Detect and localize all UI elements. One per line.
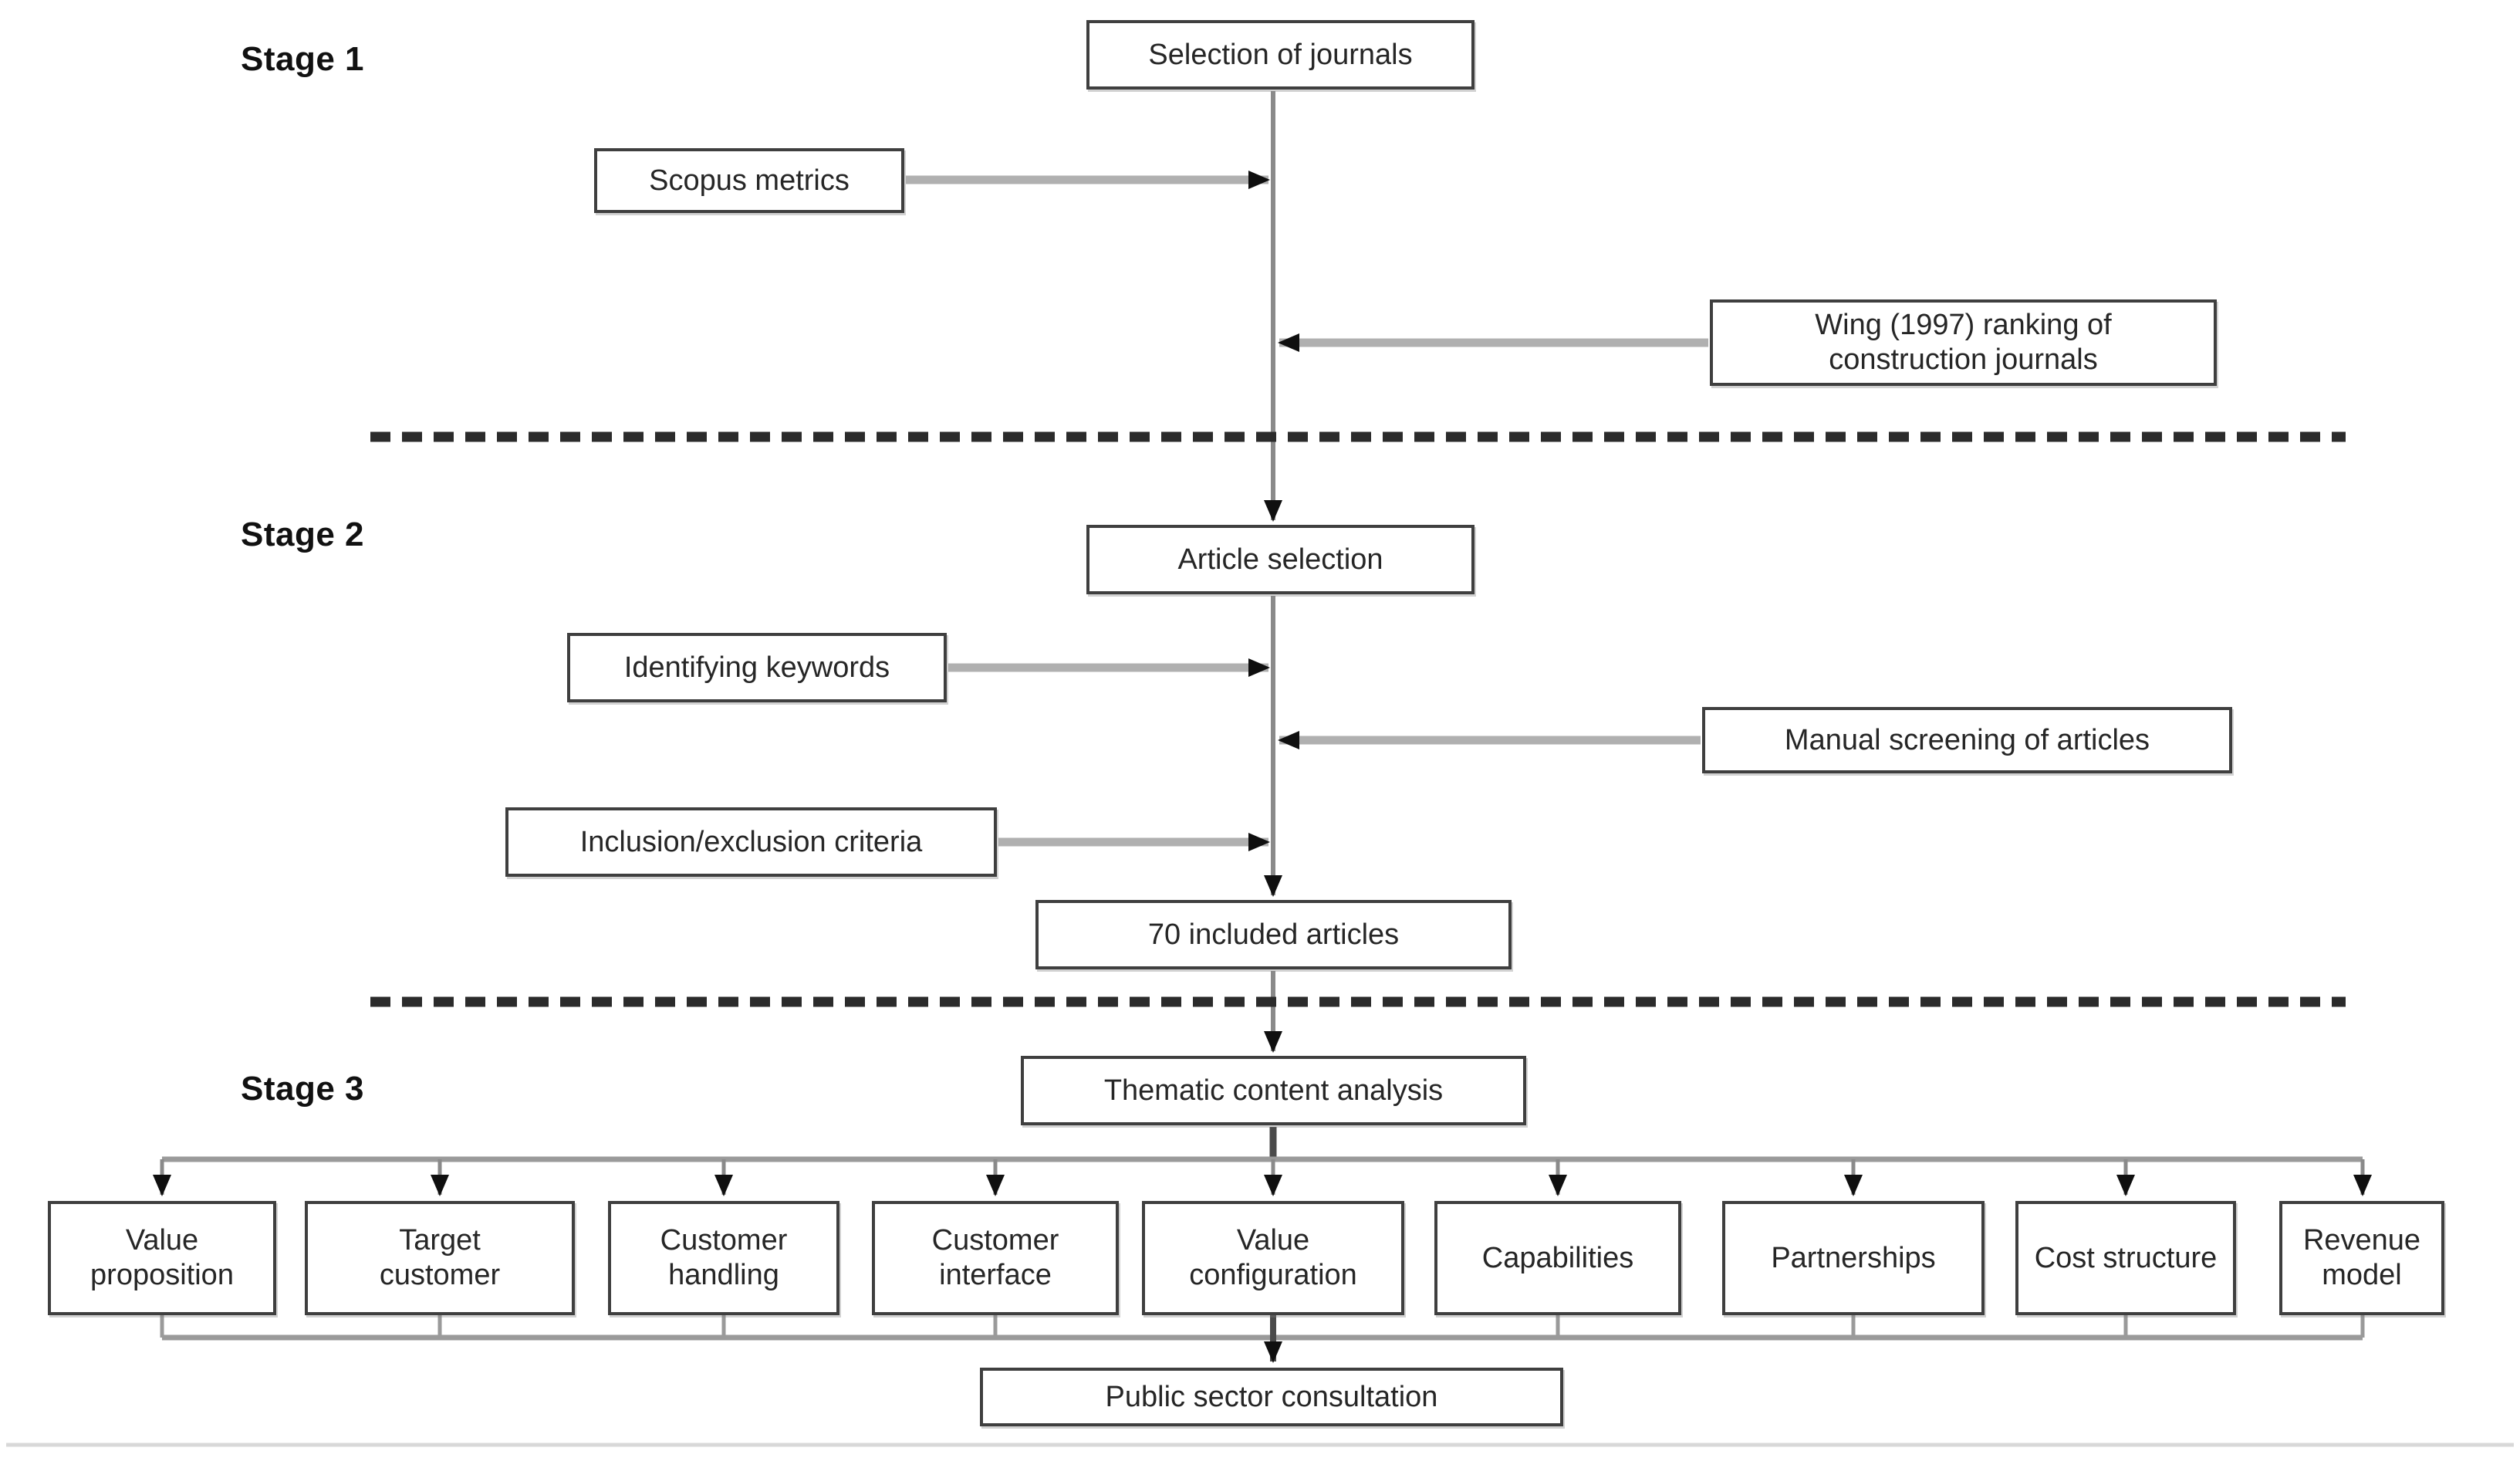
- node-theme-cost-structure: Cost structure: [2015, 1201, 2236, 1315]
- node-theme-partnerships: Partnerships: [1722, 1201, 1985, 1315]
- node-label: Target customer: [379, 1224, 501, 1291]
- node-theme-value-configuration: Value configuration: [1142, 1201, 1404, 1315]
- node-theme-revenue-model: Revenue model: [2279, 1201, 2444, 1315]
- node-label: Wing (1997) ranking of construction jour…: [1815, 309, 2112, 376]
- node-label: Thematic content analysis: [1103, 1074, 1444, 1107]
- node-label: Cost structure: [2034, 1241, 2218, 1274]
- node-label: Selection of journals: [1148, 38, 1413, 71]
- theme-branch: [153, 1156, 2372, 1363]
- node-public-sector-consultation: Public sector consultation: [980, 1368, 1563, 1426]
- node-theme-value-proposition: Value proposition: [48, 1201, 276, 1315]
- node-article-selection: Article selection: [1086, 525, 1475, 594]
- node-label: Capabilities: [1481, 1241, 1634, 1274]
- node-label: Article selection: [1177, 543, 1383, 576]
- node-scopus-metrics: Scopus metrics: [594, 148, 904, 213]
- node-label: Public sector consultation: [1105, 1380, 1438, 1413]
- stage2-label: Stage 2: [241, 516, 365, 553]
- node-label: Customer handling: [660, 1224, 788, 1291]
- node-manual-screening: Manual screening of articles: [1702, 707, 2232, 773]
- node-label: Manual screening of articles: [1784, 723, 2150, 756]
- node-label: Partnerships: [1771, 1241, 1936, 1274]
- node-identifying-keywords: Identifying keywords: [567, 633, 947, 702]
- node-inclusion-exclusion-criteria: Inclusion/exclusion criteria: [505, 807, 997, 877]
- node-selection-of-journals: Selection of journals: [1086, 20, 1475, 90]
- node-label: Customer interface: [931, 1224, 1059, 1291]
- node-label: Value configuration: [1189, 1224, 1357, 1291]
- stage3-label: Stage 3: [241, 1070, 365, 1108]
- node-label: Inclusion/exclusion criteria: [579, 825, 923, 858]
- side-connectors: [906, 171, 1708, 851]
- node-thematic-content-analysis: Thematic content analysis: [1021, 1056, 1526, 1125]
- node-70-included-articles: 70 included articles: [1035, 900, 1512, 969]
- node-theme-capabilities: Capabilities: [1434, 1201, 1681, 1315]
- node-label: Value proposition: [90, 1224, 234, 1291]
- node-label: 70 included articles: [1147, 918, 1400, 951]
- node-label: Identifying keywords: [623, 651, 890, 684]
- node-theme-target-customer: Target customer: [305, 1201, 575, 1315]
- node-wing-ranking: Wing (1997) ranking of construction jour…: [1710, 299, 2217, 386]
- node-theme-customer-interface: Customer interface: [872, 1201, 1119, 1315]
- stage1-label: Stage 1: [241, 40, 365, 78]
- node-label: Scopus metrics: [649, 164, 850, 197]
- node-label: Revenue model: [2302, 1224, 2421, 1291]
- stage-dividers: [370, 431, 2346, 1007]
- node-theme-customer-handling: Customer handling: [608, 1201, 839, 1315]
